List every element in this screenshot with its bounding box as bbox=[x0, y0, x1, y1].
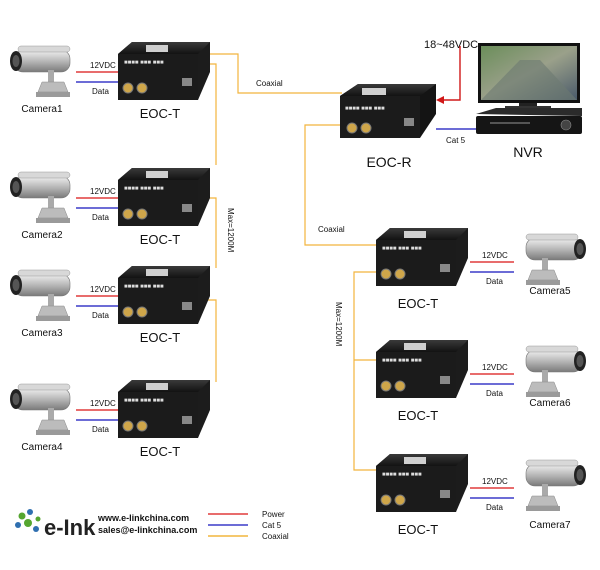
coax-from-receiver bbox=[304, 124, 376, 246]
coaxial-label-top: Coaxial bbox=[256, 79, 283, 88]
transmitter-label: EOC-T bbox=[398, 296, 439, 311]
data-label: Data bbox=[486, 389, 503, 398]
legend-item: Cat 5 bbox=[208, 521, 282, 530]
brand-email: sales@e-linkchina.com bbox=[98, 525, 197, 535]
max-distance-right: Max=1200M bbox=[334, 302, 343, 347]
data-label: Data bbox=[92, 213, 109, 222]
camera-label: Camera1 bbox=[21, 104, 63, 115]
svg-text:■■■■ ■■■ ■■■: ■■■■ ■■■ ■■■ bbox=[345, 106, 385, 112]
legend-label: Cat 5 bbox=[262, 521, 282, 530]
camera-label: Camera6 bbox=[529, 398, 571, 409]
coax-left-2 bbox=[208, 197, 217, 268]
receiver-label: EOC-R bbox=[366, 154, 411, 170]
power-input-arrow bbox=[440, 46, 461, 101]
camera-icon bbox=[10, 269, 71, 321]
coaxial-lines bbox=[208, 53, 376, 471]
camera-label: Camera2 bbox=[21, 230, 63, 241]
svg-text:■■■■ ■■■ ■■■: ■■■■ ■■■ ■■■ bbox=[124, 398, 164, 404]
brand-logo-text: e-Ink bbox=[44, 515, 96, 540]
svg-text:■■■■ ■■■ ■■■: ■■■■ ■■■ ■■■ bbox=[382, 358, 422, 364]
camera-icon bbox=[10, 171, 71, 223]
transmitter-device: ■■■■ ■■■ ■■■ bbox=[118, 168, 210, 226]
power-input-arrowhead bbox=[436, 96, 444, 104]
camera-label: Camera3 bbox=[21, 328, 63, 339]
camera-unit-left: Camera1 12VDC Data ■■■■ ■■■ ■■■ EOC-T bbox=[10, 42, 210, 121]
svg-text:■■■■ ■■■ ■■■: ■■■■ ■■■ ■■■ bbox=[382, 472, 422, 478]
camera-label: Camera4 bbox=[21, 442, 63, 453]
coaxial-label-right: Coaxial bbox=[318, 225, 345, 234]
transmitter-device: ■■■■ ■■■ ■■■ bbox=[376, 454, 468, 512]
transmitter-device: ■■■■ ■■■ ■■■ bbox=[376, 340, 468, 398]
camera-icon bbox=[525, 345, 586, 397]
data-label: Data bbox=[486, 503, 503, 512]
transmitter-device: ■■■■ ■■■ ■■■ bbox=[118, 380, 210, 438]
brand-logo-mark bbox=[15, 509, 41, 532]
coax-left-bus bbox=[208, 63, 217, 165]
power-input-label: 18~48VDC bbox=[424, 39, 478, 51]
legend-item: Power bbox=[208, 510, 285, 519]
brand-website: www.e-linkchina.com bbox=[97, 513, 189, 523]
power-label: 12VDC bbox=[482, 477, 508, 486]
data-label: Data bbox=[92, 311, 109, 320]
camera-icon bbox=[525, 459, 586, 511]
monitor bbox=[478, 43, 580, 109]
power-label: 12VDC bbox=[90, 187, 116, 196]
transmitter-device: ■■■■ ■■■ ■■■ bbox=[376, 228, 468, 286]
camera-icon bbox=[10, 45, 71, 97]
legend-item: Coaxial bbox=[208, 532, 289, 541]
transmitter-label: EOC-T bbox=[140, 106, 181, 121]
camera-label: Camera5 bbox=[529, 286, 571, 297]
coax-right-bus bbox=[353, 271, 376, 471]
data-label: Data bbox=[92, 87, 109, 96]
power-label: 12VDC bbox=[482, 251, 508, 260]
power-label: 12VDC bbox=[90, 61, 116, 70]
svg-text:■■■■ ■■■ ■■■: ■■■■ ■■■ ■■■ bbox=[124, 186, 164, 192]
max-distance-left: Max=1200M bbox=[226, 208, 235, 253]
camera-icon bbox=[10, 383, 71, 435]
transmitter-label: EOC-T bbox=[140, 232, 181, 247]
legend-label: Power bbox=[262, 510, 285, 519]
power-label: 12VDC bbox=[482, 363, 508, 372]
nvr-device bbox=[476, 108, 582, 134]
cat5-label: Cat 5 bbox=[446, 136, 466, 145]
svg-text:■■■■ ■■■ ■■■: ■■■■ ■■■ ■■■ bbox=[382, 246, 422, 252]
receiver-device: ■■■■ ■■■ ■■■ bbox=[340, 84, 436, 138]
camera-label: Camera7 bbox=[529, 520, 571, 531]
power-label: 12VDC bbox=[90, 285, 116, 294]
camera-icon bbox=[525, 233, 586, 285]
data-label: Data bbox=[486, 277, 503, 286]
power-label: 12VDC bbox=[90, 399, 116, 408]
coax-to-receiver bbox=[208, 53, 342, 94]
transmitter-device: ■■■■ ■■■ ■■■ bbox=[118, 266, 210, 324]
transmitter-device: ■■■■ ■■■ ■■■ bbox=[118, 42, 210, 100]
svg-text:■■■■ ■■■ ■■■: ■■■■ ■■■ ■■■ bbox=[124, 60, 164, 66]
camera-unit-left: Camera2 12VDC Data ■■■■ ■■■ ■■■ EOC-T bbox=[10, 168, 210, 247]
legend-label: Coaxial bbox=[262, 532, 289, 541]
camera-unit-left: Camera3 12VDC Data ■■■■ ■■■ ■■■ EOC-T bbox=[10, 266, 210, 345]
svg-text:■■■■ ■■■ ■■■: ■■■■ ■■■ ■■■ bbox=[124, 284, 164, 290]
transmitter-label: EOC-T bbox=[398, 522, 439, 537]
transmitter-label: EOC-T bbox=[398, 408, 439, 423]
data-label: Data bbox=[92, 425, 109, 434]
transmitter-label: EOC-T bbox=[140, 444, 181, 459]
nvr-label: NVR bbox=[513, 144, 543, 160]
transmitter-label: EOC-T bbox=[140, 330, 181, 345]
coax-left-3 bbox=[208, 299, 217, 382]
camera-unit-left: Camera4 12VDC Data ■■■■ ■■■ ■■■ EOC-T bbox=[10, 380, 210, 459]
